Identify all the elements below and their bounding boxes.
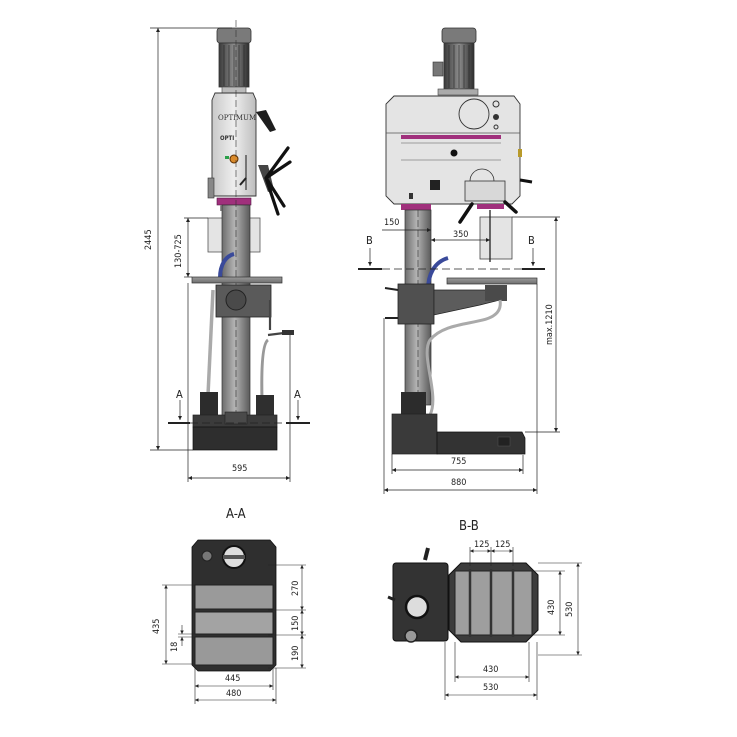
dim-bb-slot-spacing-1: 125 [474,540,490,550]
dim-throat: 350 [453,230,469,240]
front-view [191,20,294,451]
dim-bb-inner-height: 430 [547,599,557,615]
dim-bb-outer-height: 530 [565,601,575,617]
dim-base-width: 595 [232,464,248,474]
dim-aa-slot-1: 270 [291,580,301,596]
dim-bb-outer-width: 530 [483,683,499,693]
brand-label: OPTIMUM [218,114,257,122]
section-bb-title: B-B [459,519,479,534]
dim-aa-slot-2: 150 [291,615,301,631]
section-bb [387,547,539,643]
section-aa-dimensions [162,564,306,704]
dim-overall-depth: 880 [451,478,467,488]
dim-bb-inner-width: 430 [483,665,499,675]
section-mark-b-right: B [528,234,535,247]
dim-aa-slot-3: 190 [291,645,301,661]
side-dimensions [358,216,560,494]
dim-aa-outer-width: 480 [226,689,242,699]
dim-overall-height: 2445 [144,229,154,250]
model-label: OPTI [220,135,235,142]
dim-bb-slot-spacing-2: 125 [495,540,511,550]
section-mark-a-right: A [294,388,301,401]
front-dimensions [150,27,310,482]
section-aa [191,539,277,672]
dim-aa-slot-width: 18 [170,641,180,652]
section-bb-dimensions [444,547,582,700]
dim-spindle-travel: 130-725 [174,234,184,268]
section-aa-title: A-A [226,507,246,522]
dim-base-length: 755 [451,457,467,467]
side-view [384,27,538,455]
dim-column-diameter: 150 [384,218,400,228]
section-mark-a-left: A [176,388,183,401]
dim-aa-inner-width: 445 [225,674,241,684]
section-mark-b-left: B [366,234,373,247]
dim-aa-work-length: 435 [152,618,162,634]
dim-table-height: max.1210 [545,304,555,345]
